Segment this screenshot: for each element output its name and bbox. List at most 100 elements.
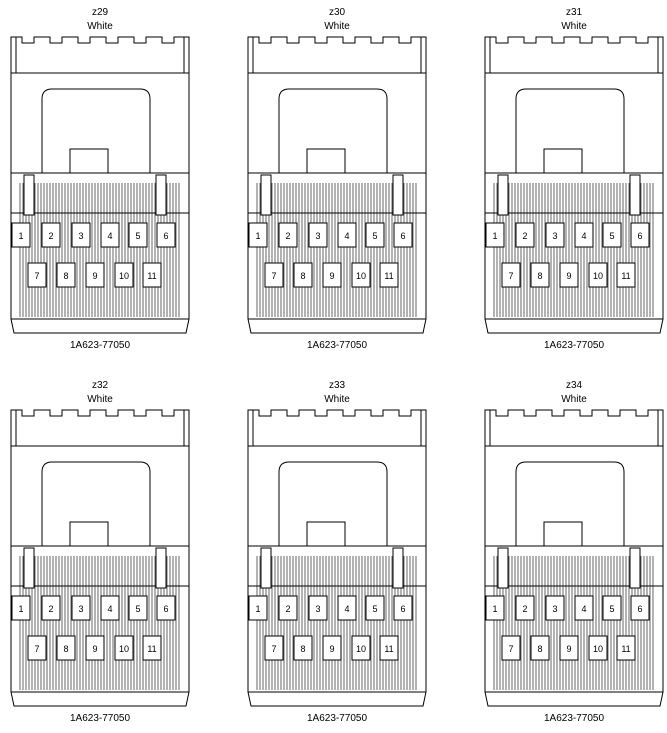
latch-slot [629,547,641,589]
pin-cavity [248,222,268,248]
connector-top-edge [484,409,664,446]
pin-cavity [337,595,357,621]
latch-tab [306,521,346,547]
latch-tab [543,148,583,174]
connector-id: z29 [91,7,109,18]
pin-cavity [379,262,399,288]
connector-part-number: 1A623-77050 [69,713,131,724]
pin-label: 11 [384,271,393,281]
pin-cavity [322,262,342,288]
pin-label: 6 [163,604,168,614]
pin-cavity [393,595,413,621]
latch-slot [23,174,35,216]
connector-color: White [87,394,113,405]
connector-color: White [87,21,113,32]
pin-label: 7 [271,271,276,281]
latch-tab [69,521,109,547]
pin-label: 2 [522,231,527,241]
pin-label: 10 [119,271,129,281]
pin-label: 5 [135,231,140,241]
pin-label: 8 [300,271,305,281]
latch-loop [41,461,151,546]
latch-loop [515,461,625,546]
connector-id: z33 [328,380,346,391]
connector-top-edge [247,36,427,73]
pin-cavity [574,595,594,621]
pin-cavity [351,262,371,288]
pin-cavity [27,262,47,288]
pin-label: 5 [135,604,140,614]
connector-color: White [324,21,350,32]
pin-label: 10 [356,271,366,281]
pin-cavity [574,222,594,248]
connector-outline [484,37,664,334]
pin-label: 6 [637,604,642,614]
pin-cavity [308,595,328,621]
pin-label: 9 [329,644,334,654]
pin-label: 1 [492,231,497,241]
pin-cavity [630,222,650,248]
pin-label: 11 [147,271,156,281]
pin-cavity [11,222,31,248]
pin-cavity [501,635,521,661]
pin-cavity [142,635,162,661]
pin-label: 9 [566,644,571,654]
pin-cavity [616,635,636,661]
pin-cavity [393,222,413,248]
latch-loop [278,461,388,546]
pin-cavity [128,222,148,248]
connector-color: White [561,21,587,32]
pin-cavity [114,635,134,661]
pin-label: 2 [285,231,290,241]
pin-cavity [142,262,162,288]
pin-cavity [515,595,535,621]
pin-label: 2 [48,231,53,241]
pin-cavity [501,262,521,288]
connector-outline [10,410,190,707]
pin-cavity [630,595,650,621]
pin-label: 10 [356,644,366,654]
pin-cavity [85,262,105,288]
connector-id: z34 [565,380,583,391]
pin-cavity [248,595,268,621]
pin-label: 10 [119,644,129,654]
pin-cavity [351,635,371,661]
pin-label: 4 [344,604,349,614]
pin-cavity [365,595,385,621]
pin-label: 2 [522,604,527,614]
pin-label: 3 [315,604,320,614]
pin-cavity [41,595,61,621]
pin-label: 11 [384,644,393,654]
pin-label: 6 [163,231,168,241]
pin-label: 11 [621,644,630,654]
latch-slot [155,174,167,216]
pin-cavity [100,222,120,248]
latch-slot [23,547,35,589]
pin-cavity [156,595,176,621]
pin-label: 2 [48,604,53,614]
pin-cavity [588,635,608,661]
pin-label: 9 [92,271,97,281]
pin-cavity [293,262,313,288]
pin-cavity [322,635,342,661]
pin-label: 8 [537,644,542,654]
connector-id: z32 [91,380,109,391]
latch-tab [69,148,109,174]
pin-cavity [56,262,76,288]
pin-cavity [85,635,105,661]
pin-label: 1 [492,604,497,614]
latch-slot [392,547,404,589]
connector-id: z30 [328,7,346,18]
latch-loop [515,88,625,173]
pin-cavity [365,222,385,248]
pin-label: 5 [609,604,614,614]
pin-cavity [27,635,47,661]
latch-slot [260,174,272,216]
pin-label: 2 [285,604,290,614]
